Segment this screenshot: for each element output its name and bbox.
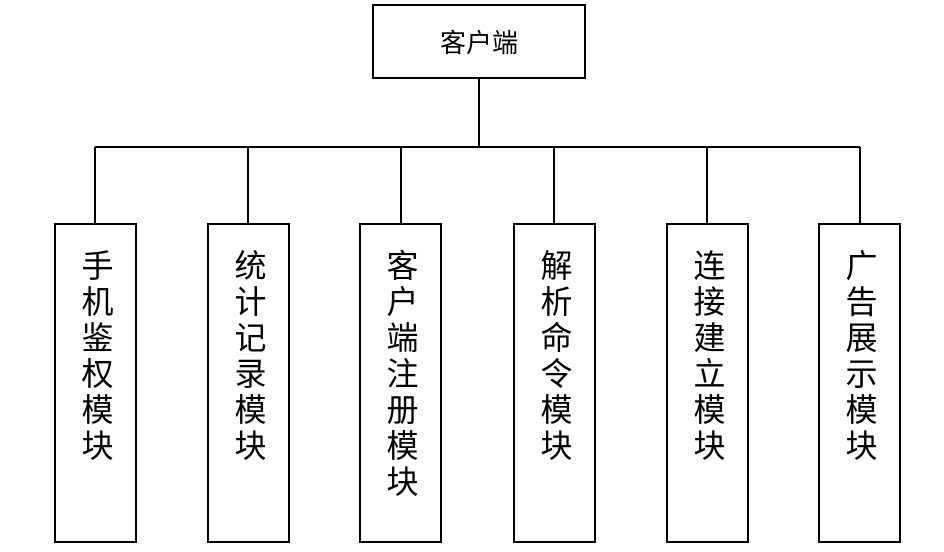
module-label-client-register: 客户端注册模块 xyxy=(381,249,420,501)
module-label-stats-record: 统计记录模块 xyxy=(229,249,268,465)
module-label-connect-setup: 连接建立模块 xyxy=(688,249,727,465)
module-label-phone-auth: 手机鉴权模块 xyxy=(76,249,115,465)
module-node-stats-record: 统计记录模块 xyxy=(207,223,290,543)
module-node-phone-auth: 手机鉴权模块 xyxy=(54,223,137,543)
module-label-ad-display: 广告展示模块 xyxy=(840,249,879,465)
module-node-ad-display: 广告展示模块 xyxy=(818,223,901,543)
root-node-label: 客户端 xyxy=(439,29,518,59)
root-node-client: 客户端 xyxy=(372,4,586,79)
module-label-parse-command: 解析命令模块 xyxy=(535,249,574,465)
module-node-parse-command: 解析命令模块 xyxy=(513,223,596,543)
module-node-connect-setup: 连接建立模块 xyxy=(666,223,749,543)
module-node-client-register: 客户端注册模块 xyxy=(359,223,442,543)
